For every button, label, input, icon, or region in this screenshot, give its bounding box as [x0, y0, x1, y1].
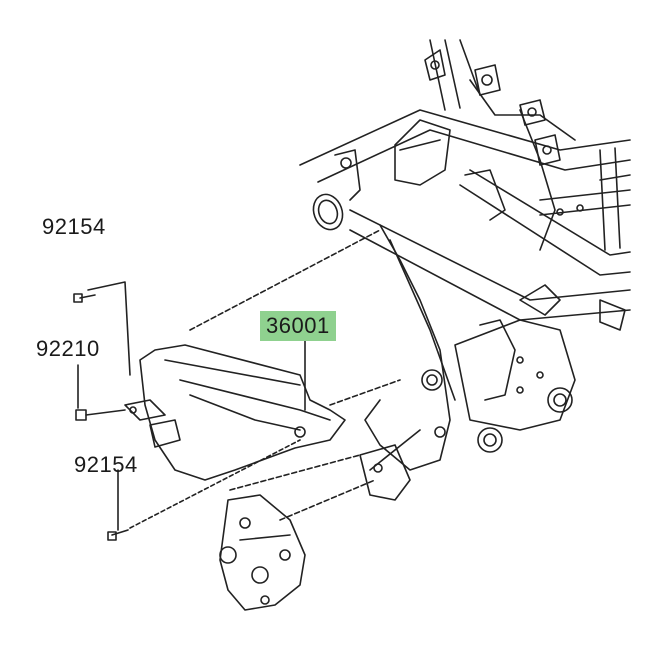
lower-frame: [359, 224, 626, 501]
side-cover-36001: [124, 344, 346, 481]
frame-assembly: [299, 39, 631, 321]
part-number-92210: 92210: [36, 336, 100, 361]
leader-lines: [73, 229, 401, 541]
part-number-36001: 36001: [260, 311, 336, 341]
part-number-92154-upper: 92154: [42, 214, 106, 239]
part-number-92154-lower: 92154: [74, 452, 138, 477]
lower-bracket: [219, 494, 306, 611]
